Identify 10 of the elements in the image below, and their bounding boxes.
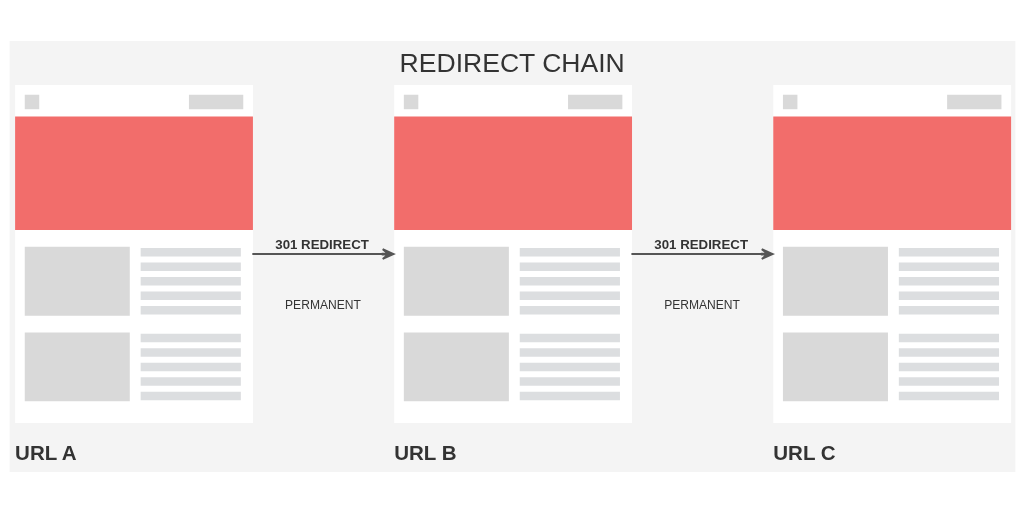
node-label: URL A [14,440,77,464]
label: PERMANENT [663,297,740,312]
arrow [250,247,395,260]
edge-label: 301 REDIRECT [274,236,369,252]
node-label: URL B [393,440,456,464]
diagram-title: REDIRECT CHAIN [399,47,625,78]
label: PERMANENT [284,297,361,312]
edge-label: 301 REDIRECT [653,236,748,252]
arrow [629,247,774,260]
node-label: URL C [772,440,836,464]
